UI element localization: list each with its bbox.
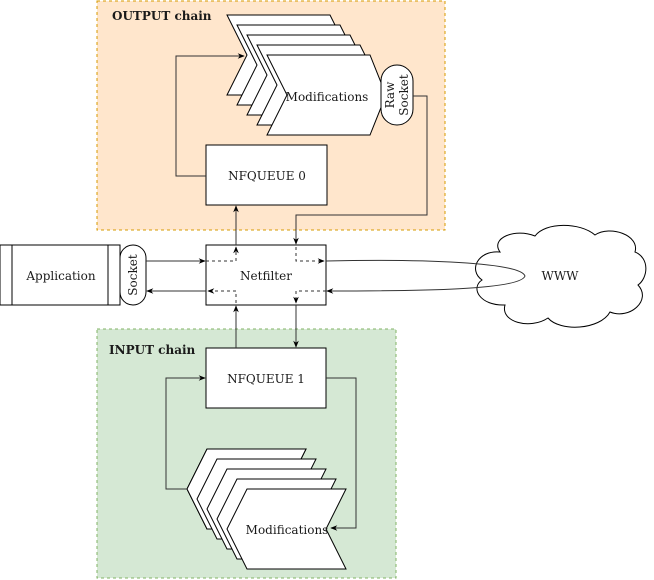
edge-nfqueue0-to-modifications <box>175 53 245 177</box>
nfqueue-0-label: NFQUEUE 0 <box>228 169 306 183</box>
input-modification-step-front <box>226 488 347 570</box>
internet-cloud[interactable]: WWW <box>475 224 647 328</box>
application-node[interactable]: Application <box>0 244 121 306</box>
output-chain-title: OUTPUT chain <box>112 9 212 23</box>
netfilter-label: Netfilter <box>240 269 292 283</box>
netfilter-internal-deliver-path <box>207 288 237 303</box>
application-socket-label: Socket <box>126 254 140 296</box>
edge-modifications-to-nfqueue1 <box>165 375 206 490</box>
edge-netfilter-www-loop <box>325 259 526 294</box>
nfqueue-0-box <box>205 144 328 206</box>
input-modifications-stack[interactable]: Modifications <box>186 448 347 570</box>
edge-rawsocket-to-netfilter <box>293 95 428 245</box>
input-chain-title: INPUT chain <box>109 343 196 357</box>
output-modifications-stack[interactable]: Modifications <box>226 14 387 136</box>
netfilter-box <box>205 244 327 306</box>
raw-socket-shape <box>380 64 414 126</box>
netfilter-node[interactable]: Netfilter <box>205 244 327 306</box>
output-modification-step-front <box>266 54 387 136</box>
connectors <box>146 53 526 531</box>
cloud-shape <box>475 224 647 328</box>
netfilter-internal-in-path <box>293 290 326 304</box>
nfqueue-0-node[interactable]: NFQUEUE 0 <box>205 144 328 206</box>
edge-nfqueue1-to-modifications <box>326 377 357 531</box>
raw-socket[interactable]: Raw Socket <box>380 64 414 126</box>
application-label: Application <box>25 269 95 283</box>
netfilter-internal-raw-path <box>295 247 325 264</box>
raw-socket-label-socket: Socket <box>397 74 411 116</box>
nfqueue-1-label: NFQUEUE 1 <box>227 372 305 386</box>
nfqueue-1-node[interactable]: NFQUEUE 1 <box>205 347 327 409</box>
nfqueue-1-box <box>205 347 327 409</box>
raw-socket-label-raw: Raw <box>383 81 397 108</box>
output-modifications-label: Modifications <box>286 90 369 104</box>
internet-label: WWW <box>541 269 579 283</box>
application-socket-shape <box>119 244 147 306</box>
application-socket[interactable]: Socket <box>119 244 147 306</box>
netfilter-internal-out-path <box>206 246 239 262</box>
input-modifications-label: Modifications <box>246 523 329 537</box>
